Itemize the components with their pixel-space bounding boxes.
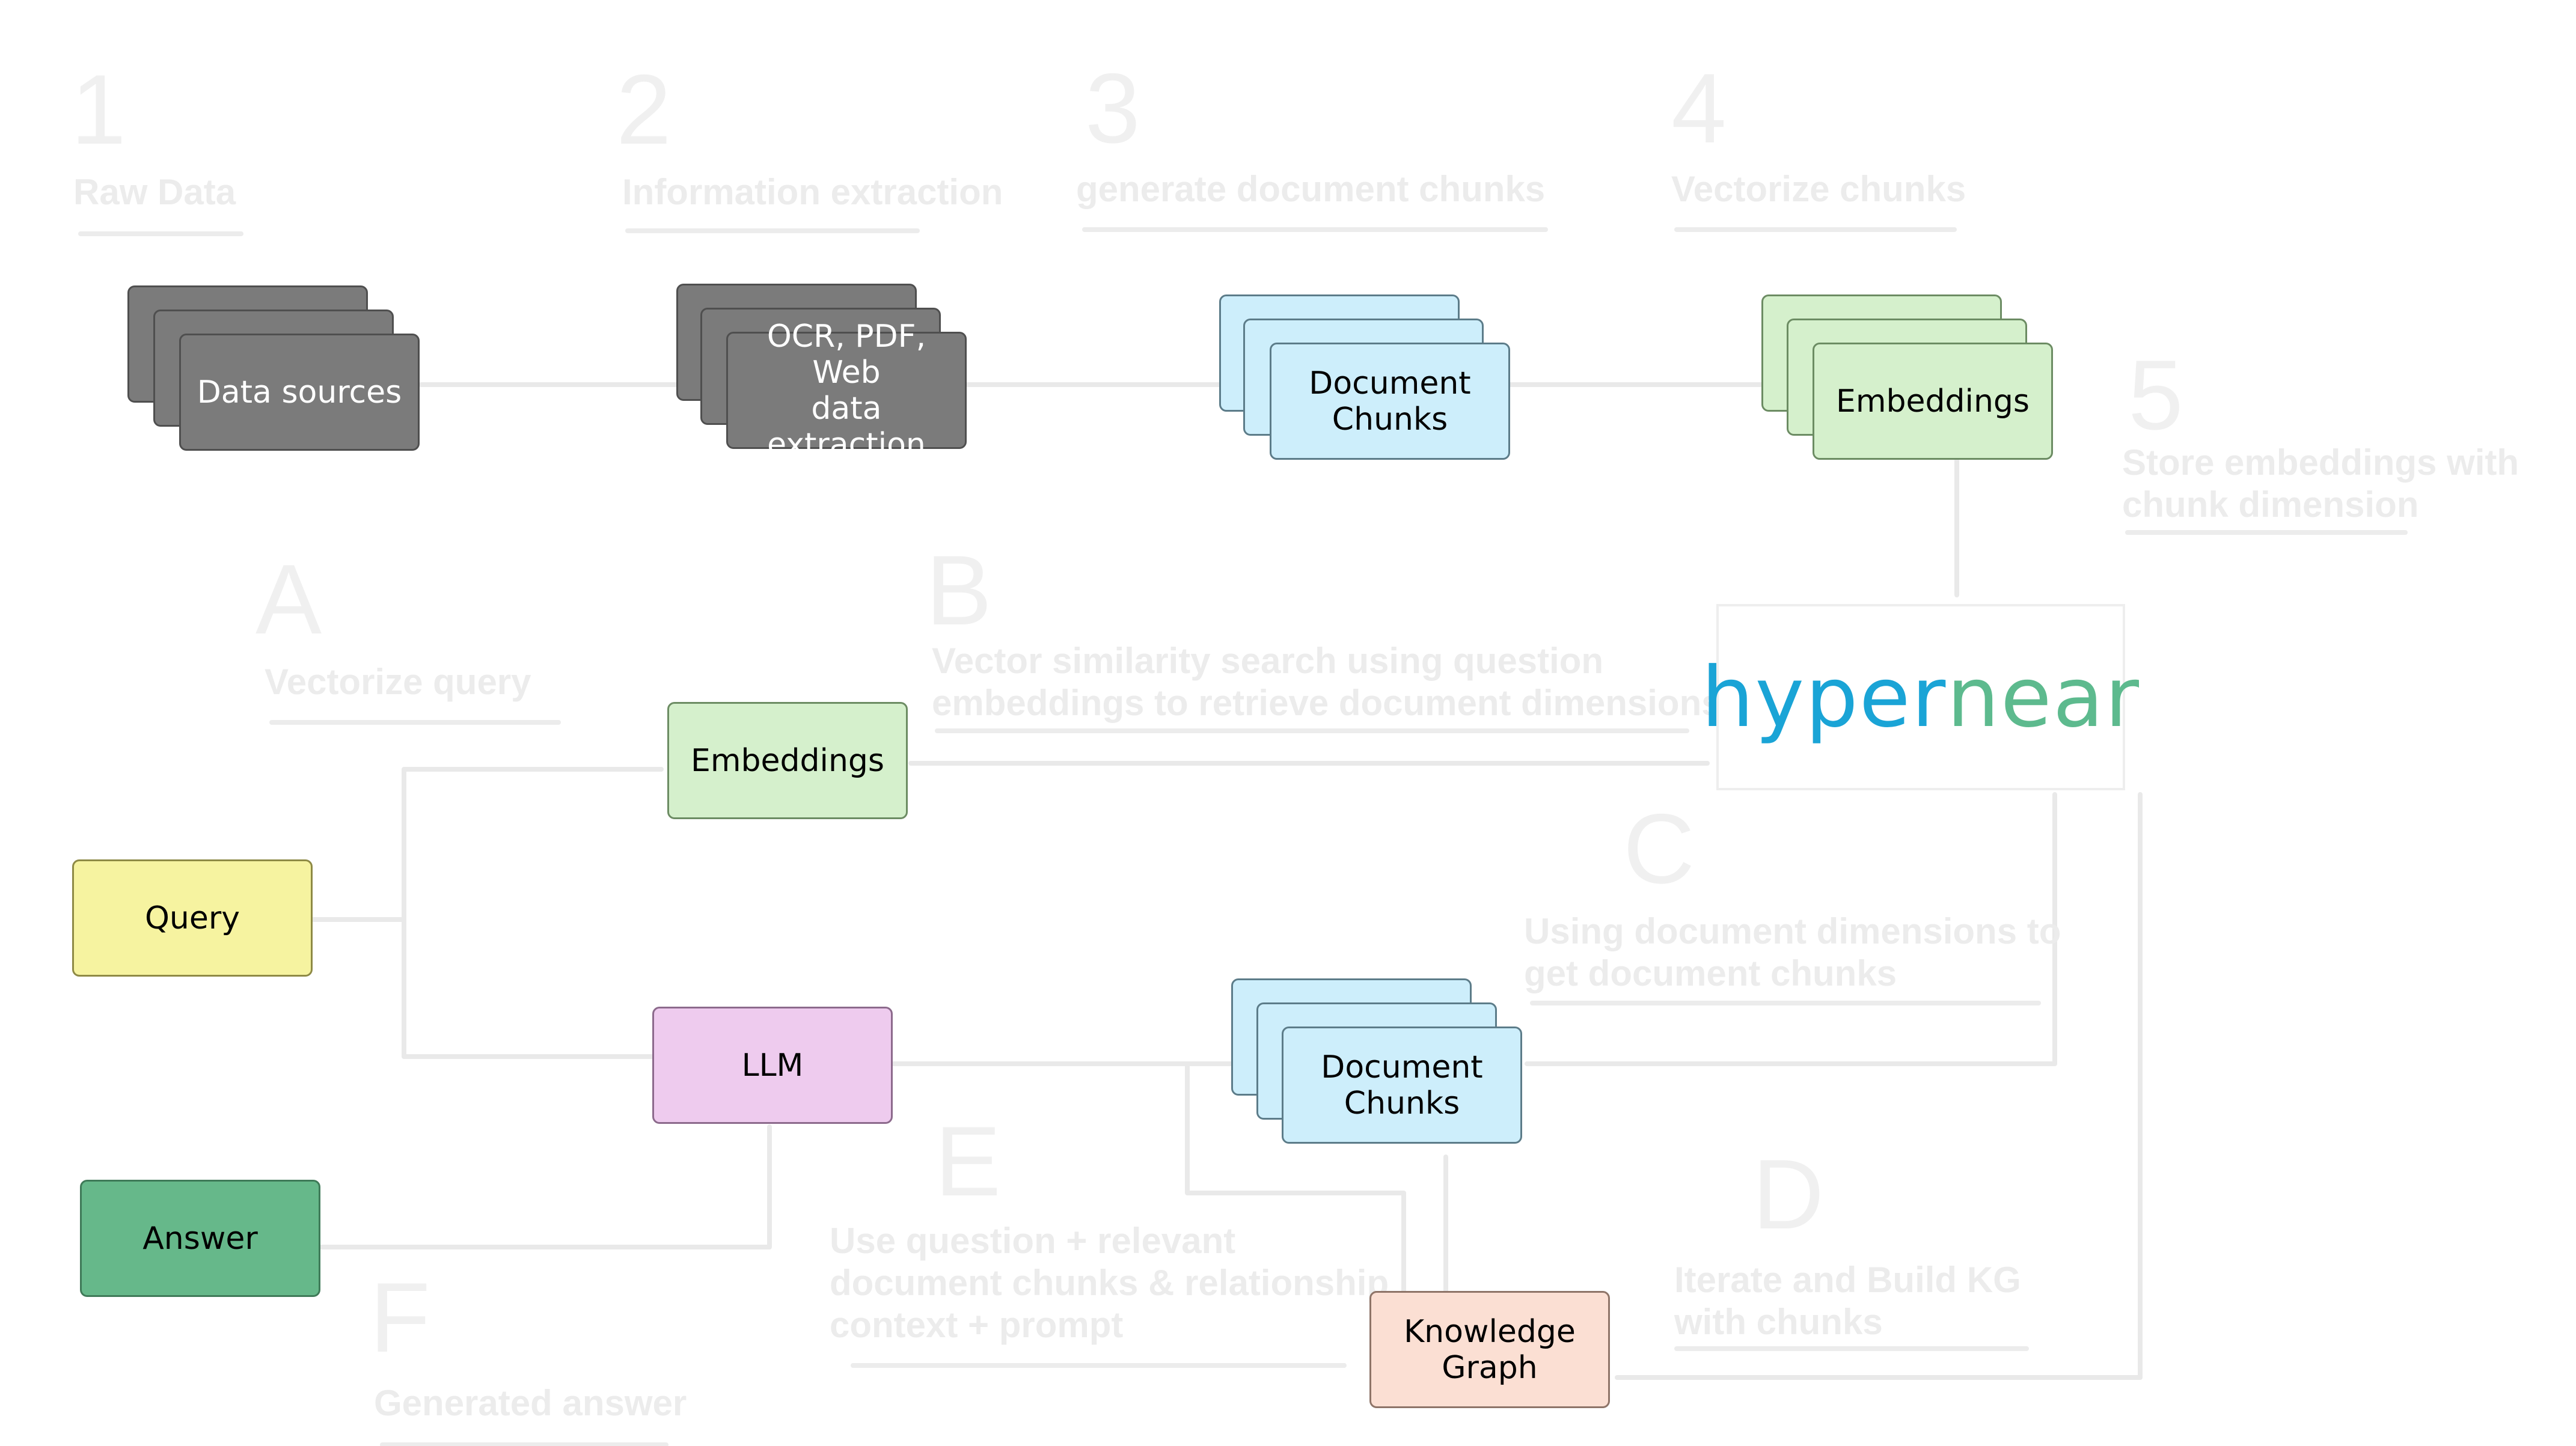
step-caption-a: Vectorize query (265, 662, 531, 702)
step-underline-1 (78, 231, 243, 236)
step-letter-c: C (1623, 793, 1695, 904)
step-caption-3: generate document chunks (1076, 169, 1546, 209)
step-caption-b-line1: Vector similarity search using question (932, 641, 1604, 681)
step-caption-5-line2: chunk dimension (2122, 484, 2419, 525)
wire-logo-chunks (1525, 792, 2057, 1066)
wire-logo-kg (1615, 792, 2143, 1380)
embeddings-top-node[interactable]: Embeddings (1813, 343, 2053, 460)
step-underline-a (269, 720, 561, 725)
step-letter-d: D (1752, 1139, 1825, 1249)
query-node[interactable]: Query (72, 859, 313, 977)
step-underline-5 (2125, 530, 2408, 535)
step-underline-4 (1674, 227, 1957, 232)
step-caption-e-line1: Use question + relevant (830, 1221, 1236, 1261)
step-caption-f: Generated answer (374, 1383, 687, 1423)
step-letter-e: E (935, 1106, 1002, 1216)
step-caption-2: Information extraction (622, 172, 1003, 212)
knowledge-graph-node[interactable]: Knowledge Graph (1369, 1291, 1610, 1408)
step-letter-b: B (926, 535, 993, 645)
embeddings-query-node[interactable]: Embeddings (667, 702, 908, 819)
step-caption-4: Vectorize chunks (1671, 169, 1966, 209)
logo-text-hyper: hyper (1701, 648, 1947, 746)
document-chunks-bottom-node[interactable]: Document Chunks (1282, 1027, 1522, 1144)
step-underline-d (1674, 1346, 2029, 1351)
step-underline-c (1530, 1001, 2041, 1005)
wire-llm-answer (319, 1124, 772, 1249)
llm-node[interactable]: LLM (652, 1007, 893, 1124)
step-caption-c-line1: Using document dimensions to (1524, 911, 2061, 951)
step-letter-a: A (255, 544, 322, 654)
step-caption-5-line1: Store embeddings with (2122, 442, 2519, 483)
step-number-2: 2 (616, 54, 672, 165)
step-caption-b-line2: embeddings to retrieve document dimensio… (932, 683, 1722, 723)
logo-text-near: near (1947, 648, 2141, 746)
step-number-4: 4 (1671, 53, 1727, 163)
document-chunks-top-node[interactable]: Document Chunks (1270, 343, 1510, 460)
step-underline-f (380, 1442, 668, 1446)
step-caption-e-line2: document chunks & relationship (830, 1263, 1389, 1303)
step-letter-f: F (370, 1262, 430, 1373)
answer-node[interactable]: Answer (80, 1180, 320, 1297)
wire-query-llm (402, 917, 655, 1059)
step-caption-e-line3: context + prompt (830, 1305, 1124, 1345)
step-number-5: 5 (2128, 340, 2183, 450)
step-caption-c-line2: get document chunks (1524, 953, 1897, 993)
wire-llm-kg (1185, 1061, 1406, 1295)
data-sources-node[interactable]: Data sources (179, 334, 420, 451)
step-caption-d-line2: with chunks (1674, 1302, 1883, 1342)
extraction-node[interactable]: OCR, PDF, Web data extraction (726, 319, 967, 463)
step-underline-b (935, 728, 1689, 733)
step-number-1: 1 (71, 54, 126, 165)
step-underline-e (851, 1363, 1347, 1368)
step-underline-2 (625, 228, 920, 233)
wire-query-embeddings (310, 767, 664, 922)
step-caption-d-line1: Iterate and Build KG (1674, 1260, 2021, 1300)
step-number-3: 3 (1085, 53, 1140, 163)
step-caption-1: Raw Data (73, 172, 236, 212)
step-underline-3 (1082, 227, 1548, 232)
